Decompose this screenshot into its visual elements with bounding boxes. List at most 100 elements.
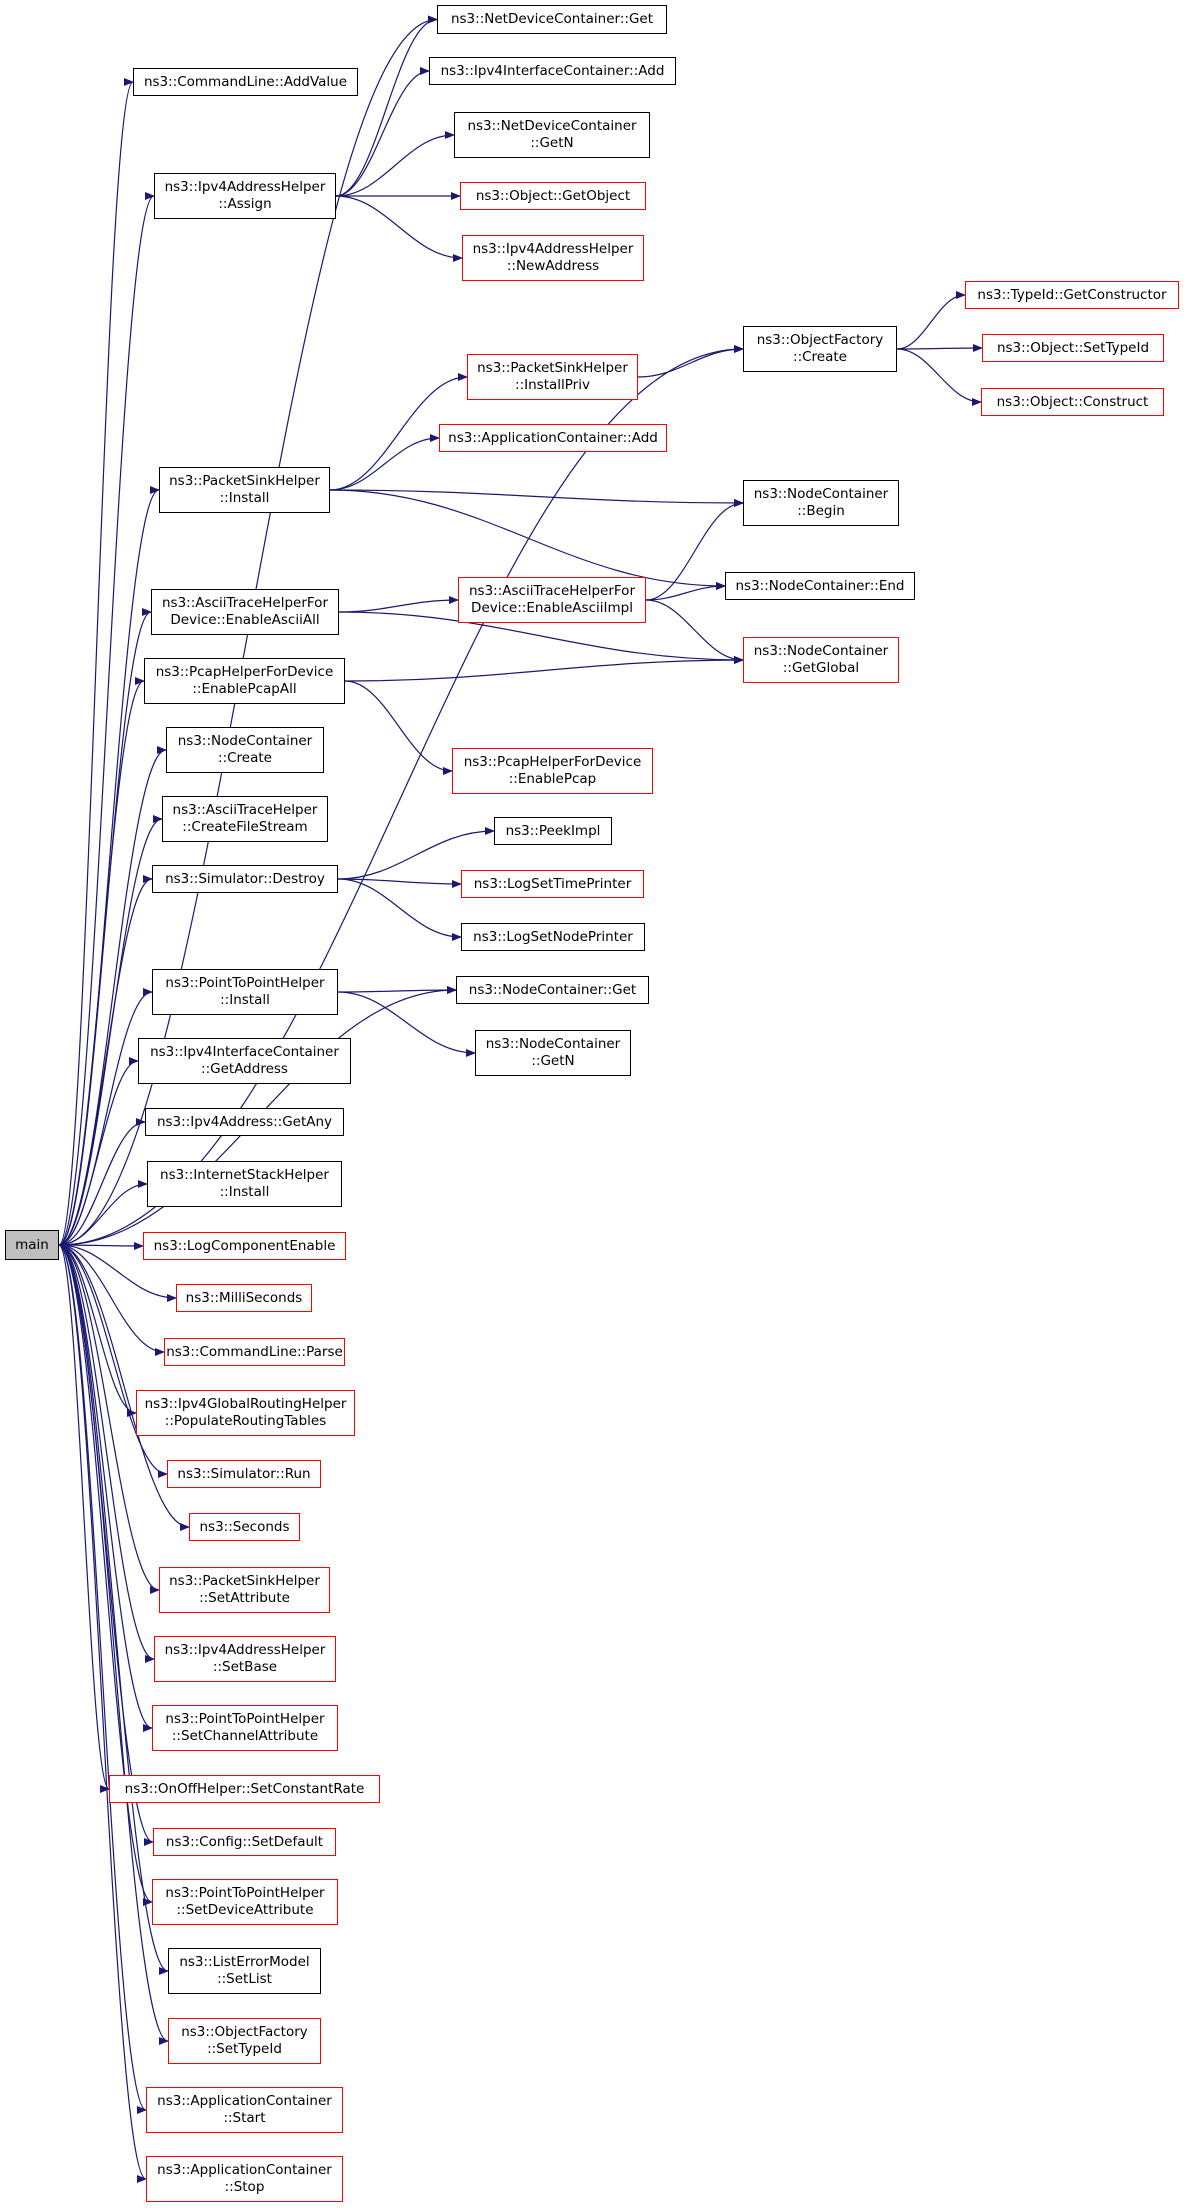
node-application-container-start[interactable]: ns3::ApplicationContainer::Start	[146, 2087, 343, 2133]
node-node-container-end[interactable]: ns3::NodeContainer::End	[725, 572, 915, 600]
node-packet-sink-helper-install-priv[interactable]: ns3::PacketSinkHelper::InstallPriv	[467, 354, 638, 400]
call-edge-main-to-packet-sink-helper-set-attribute	[58, 1244, 160, 1594]
node-object-factory-create[interactable]: ns3::ObjectFactory::Create	[743, 326, 897, 372]
node-label-line: ns3::Ipv4AddressHelper	[164, 1642, 326, 1658]
node-label-line: ::NewAddress	[506, 258, 600, 274]
node-object-construct[interactable]: ns3::Object::Construct	[981, 388, 1164, 416]
node-label-line: main	[15, 1236, 49, 1253]
node-label-line: ns3::ListErrorModel	[179, 1954, 310, 1970]
node-ipv4-address-helper-new-address[interactable]: ns3::Ipv4AddressHelper::NewAddress	[462, 235, 644, 281]
node-list-error-model-set-list[interactable]: ns3::ListErrorModel::SetList	[168, 1948, 321, 1994]
node-internet-stack-helper-install[interactable]: ns3::InternetStackHelper::Install	[147, 1161, 342, 1207]
node-label-line: ns3::PcapHelperForDevice	[155, 664, 334, 680]
call-edge-packet-sink-helper-install-priv-to-object-factory-create	[637, 345, 744, 378]
node-label-line: ns3::Ipv4InterfaceContainer	[150, 1044, 339, 1060]
call-edge-main-to-command-line-add-value	[58, 78, 134, 1246]
call-edge-main-to-log-component-enable	[58, 1241, 144, 1250]
node-packet-sink-helper-set-attribute[interactable]: ns3::PacketSinkHelper::SetAttribute	[159, 1567, 330, 1613]
node-ipv4-address-helper-assign[interactable]: ns3::Ipv4AddressHelper::Assign	[154, 173, 336, 219]
node-object-factory-set-type-id[interactable]: ns3::ObjectFactory::SetTypeId	[168, 2018, 321, 2064]
node-label-line: ::GetN	[531, 1053, 575, 1069]
node-ipv4-interface-container-get-address[interactable]: ns3::Ipv4InterfaceContainer::GetAddress	[138, 1038, 351, 1084]
call-edge-main-to-point-to-point-helper-set-channel-attribute	[58, 1244, 153, 1732]
node-application-container-add[interactable]: ns3::ApplicationContainer::Add	[439, 424, 667, 452]
node-node-container-get-global[interactable]: ns3::NodeContainer::GetGlobal	[743, 637, 899, 683]
call-edge-object-factory-create-to-type-id-get-constructor	[896, 291, 966, 350]
call-edge-packet-sink-helper-install-to-node-container-begin	[329, 489, 744, 507]
node-label-line: ns3::PointToPointHelper	[165, 975, 325, 991]
node-application-container-stop[interactable]: ns3::ApplicationContainer::Stop	[146, 2156, 343, 2202]
node-node-container-create[interactable]: ns3::NodeContainer::Create	[166, 727, 324, 773]
node-label-line: ns3::Object::GetObject	[475, 187, 631, 204]
node-label-line: ns3::ApplicationContainer	[157, 2162, 332, 2178]
node-node-container-begin[interactable]: ns3::NodeContainer::Begin	[743, 480, 899, 526]
call-edge-object-factory-create-to-object-construct	[896, 348, 982, 406]
node-milli-seconds[interactable]: ns3::MilliSeconds	[176, 1284, 312, 1312]
node-peek-impl[interactable]: ns3::PeekImpl	[494, 817, 612, 845]
node-label-line: ::SetAttribute	[199, 1590, 290, 1606]
node-label-line: ::SetDeviceAttribute	[176, 1902, 314, 1918]
node-command-line-parse[interactable]: ns3::CommandLine::Parse	[164, 1338, 345, 1366]
node-label-line: ::SetBase	[212, 1659, 278, 1675]
node-on-off-helper-set-constant-rate[interactable]: ns3::OnOffHelper::SetConstantRate	[109, 1775, 380, 1803]
node-packet-sink-helper-install[interactable]: ns3::PacketSinkHelper::Install	[159, 467, 330, 513]
node-ipv4-address-get-any[interactable]: ns3::Ipv4Address::GetAny	[145, 1108, 344, 1136]
call-edge-ipv4-address-helper-assign-to-net-device-container-get	[335, 15, 438, 197]
node-seconds[interactable]: ns3::Seconds	[189, 1513, 300, 1541]
node-label-line: ::Install	[219, 490, 270, 506]
node-main: main	[5, 1230, 59, 1260]
node-label-line: ns3::PacketSinkHelper	[477, 360, 628, 376]
node-ipv4-global-routing-helper-populate-routing-tables[interactable]: ns3::Ipv4GlobalRoutingHelper::PopulateRo…	[136, 1390, 355, 1436]
node-label-line: ns3::LogComponentEnable	[153, 1237, 336, 1254]
node-label-line: ::InstallPriv	[515, 377, 590, 393]
node-label-line: ::Create	[218, 750, 272, 766]
node-type-id-get-constructor[interactable]: ns3::TypeId::GetConstructor	[965, 281, 1179, 309]
node-net-device-container-get-n[interactable]: ns3::NetDeviceContainer::GetN	[454, 112, 650, 158]
node-net-device-container-get[interactable]: ns3::NetDeviceContainer::Get	[437, 5, 667, 34]
node-label-line: ns3::PcapHelperForDevice	[463, 754, 642, 770]
node-simulator-destroy[interactable]: ns3::Simulator::Destroy	[152, 865, 338, 893]
node-label-line: ns3::Object::Construct	[996, 393, 1149, 410]
node-point-to-point-helper-install[interactable]: ns3::PointToPointHelper::Install	[152, 969, 338, 1015]
node-label-line: ::SetTypeId	[207, 2041, 282, 2057]
node-object-set-type-id[interactable]: ns3::Object::SetTypeId	[982, 334, 1164, 362]
call-edge-main-to-ipv4-address-helper-set-base	[58, 1244, 155, 1663]
call-edge-point-to-point-helper-install-to-node-container-get-n	[337, 991, 476, 1057]
node-pcap-helper-for-device-enable-pcap-all[interactable]: ns3::PcapHelperForDevice::EnablePcapAll	[144, 658, 345, 704]
node-label-line: ::GetAddress	[201, 1061, 288, 1077]
node-ascii-trace-helper-create-file-stream[interactable]: ns3::AsciiTraceHelper::CreateFileStream	[162, 796, 328, 842]
node-log-set-node-printer[interactable]: ns3::LogSetNodePrinter	[461, 923, 645, 951]
node-label-line: ns3::PacketSinkHelper	[169, 473, 320, 489]
node-node-container-get[interactable]: ns3::NodeContainer::Get	[456, 976, 649, 1004]
node-ipv4-interface-container-add[interactable]: ns3::Ipv4InterfaceContainer::Add	[429, 57, 676, 85]
node-label-line: ns3::NodeContainer	[753, 643, 889, 659]
call-edge-main-to-ipv4-interface-container-get-address	[58, 1057, 139, 1246]
node-label-line: ns3::NetDeviceContainer::Get	[450, 11, 654, 27]
node-command-line-add-value[interactable]: ns3::CommandLine::AddValue	[133, 68, 358, 96]
node-point-to-point-helper-set-device-attribute[interactable]: ns3::PointToPointHelper::SetDeviceAttrib…	[152, 1879, 338, 1925]
node-label-line: ::GetN	[530, 135, 574, 151]
call-edge-main-to-seconds	[58, 1244, 190, 1531]
call-edge-packet-sink-helper-install-to-application-container-add	[329, 434, 440, 491]
node-ipv4-address-helper-set-base[interactable]: ns3::Ipv4AddressHelper::SetBase	[154, 1636, 336, 1682]
call-edge-main-to-ipv4-address-helper-assign	[58, 192, 155, 1246]
call-edge-main-to-ipv4-global-routing-helper-populate-routing-tables	[58, 1244, 137, 1417]
node-log-component-enable[interactable]: ns3::LogComponentEnable	[143, 1232, 346, 1260]
call-edge-pcap-helper-for-device-enable-pcap-all-to-pcap-helper-for-device-enable-pcap	[344, 680, 453, 775]
node-simulator-run[interactable]: ns3::Simulator::Run	[167, 1460, 321, 1488]
node-node-container-get-n[interactable]: ns3::NodeContainer::GetN	[475, 1030, 631, 1076]
node-object-get-object[interactable]: ns3::Object::GetObject	[460, 182, 646, 210]
node-point-to-point-helper-set-channel-attribute[interactable]: ns3::PointToPointHelper::SetChannelAttri…	[152, 1705, 338, 1751]
node-log-set-time-printer[interactable]: ns3::LogSetTimePrinter	[461, 870, 644, 898]
node-label-line: ::Stop	[224, 2179, 265, 2195]
node-pcap-helper-for-device-enable-pcap[interactable]: ns3::PcapHelperForDevice::EnablePcap	[452, 748, 653, 794]
node-config-set-default[interactable]: ns3::Config::SetDefault	[153, 1828, 336, 1856]
node-label-line: ::Assign	[218, 196, 272, 212]
node-label-line: ns3::CommandLine::Parse	[166, 1343, 343, 1360]
call-edge-ascii-trace-helper-for-device-enable-ascii-impl-to-node-container-end	[645, 582, 726, 601]
call-edge-point-to-point-helper-install-to-node-container-get	[337, 986, 457, 995]
node-label-line: ::GetGlobal	[782, 660, 860, 676]
